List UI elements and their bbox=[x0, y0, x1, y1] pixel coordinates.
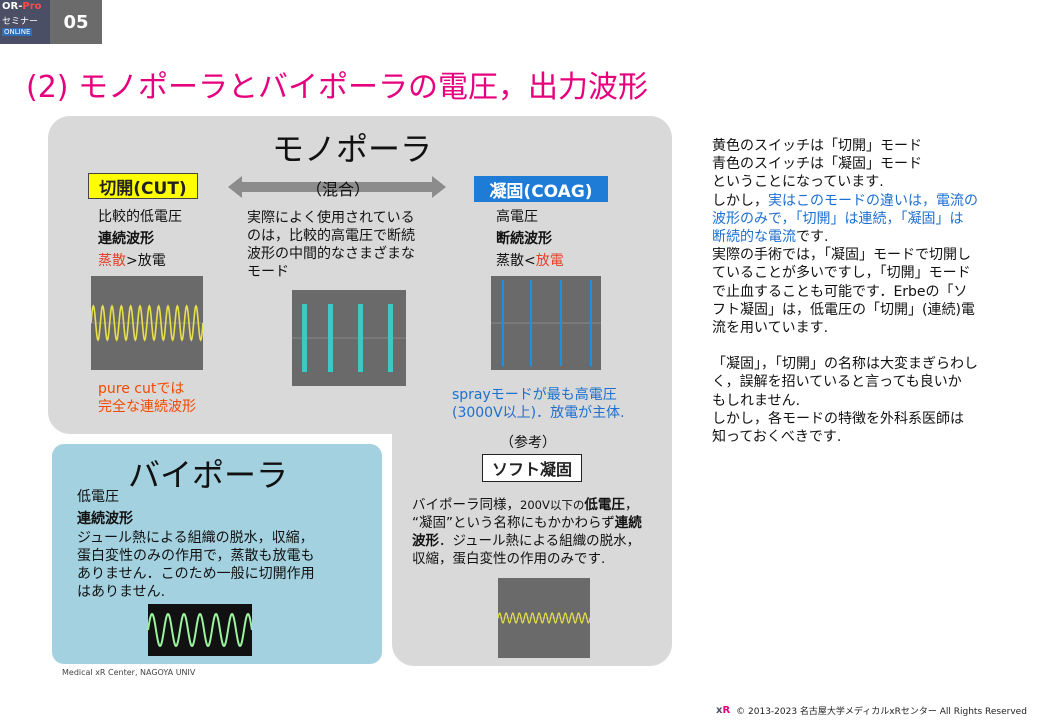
bipolar-line1: 低電圧 bbox=[77, 489, 119, 505]
mixed-burst-2 bbox=[328, 304, 333, 372]
monopolar-title: モノポーラ bbox=[272, 130, 433, 168]
mixed-burst-4 bbox=[388, 304, 393, 372]
bipolar-line2: 連続波形 bbox=[77, 511, 133, 527]
slide-number: 05 bbox=[50, 0, 102, 44]
bipolar-sine-wave bbox=[148, 612, 252, 648]
coag-waveform bbox=[491, 276, 601, 370]
cut-waveform-svg bbox=[91, 304, 203, 342]
soft-coag-tag: ソフト凝固 bbox=[482, 454, 582, 482]
bipolar-title: バイポーラ bbox=[128, 456, 289, 494]
coag-note-line1: sprayモードが最も高電圧 bbox=[452, 387, 617, 403]
soft-coag-waveform-svg bbox=[498, 612, 590, 624]
coag-note-line2: (3000V以上)．放電が主体. bbox=[452, 405, 625, 421]
cut-tag: 切開(CUT) bbox=[88, 173, 198, 199]
reference-label: （参考） bbox=[500, 435, 556, 451]
slide-title: (2) モノポーラとバイポーラの電圧，出力波形 bbox=[26, 70, 649, 105]
bipolar-waveform bbox=[148, 604, 252, 656]
soft-coag-waveform bbox=[498, 578, 590, 658]
credit-text: Medical xR Center, NAGOYA UNIV bbox=[62, 668, 196, 677]
soft-sine-wave bbox=[498, 612, 590, 624]
mixed-label: （混合） bbox=[306, 180, 371, 199]
footer: xR © 2013-2023 名古屋大学メディカルxRセンター All Righ… bbox=[716, 704, 1027, 717]
coag-line2: 断続波形 bbox=[496, 231, 552, 247]
logo-line3: ONLINE bbox=[2, 28, 33, 36]
bipolar-body: ジュール熱による組織の脱水，収縮， 蛋白変性のみの作用で，蒸散も放電も ありませ… bbox=[77, 530, 315, 600]
double-arrow-icon bbox=[228, 176, 446, 198]
soft-coag-description: バイポーラ同様，200V以下の低電圧， “凝固”という名称にもかかわらず連続 波… bbox=[412, 497, 642, 567]
logo-line1: OR-Pro bbox=[2, 1, 42, 12]
mixed-description: 実際によく使用されている のは，比較的高電圧で断続 波形の中間的なさまざまな モ… bbox=[247, 210, 415, 280]
coag-waveform-svg bbox=[491, 280, 601, 366]
bipolar-waveform-svg bbox=[148, 612, 252, 648]
xr-logo-icon: xR bbox=[716, 705, 731, 716]
seminar-badge: OR-Pro セミナー ONLINE 05 bbox=[0, 0, 102, 44]
mixed-burst-1 bbox=[302, 304, 307, 372]
cut-sine-wave bbox=[91, 304, 203, 342]
cut-line3: 蒸散>放電 bbox=[98, 253, 166, 269]
cut-line1: 比較的低電圧 bbox=[98, 209, 182, 225]
mixed-waveform bbox=[292, 290, 406, 386]
or-pro-logo: OR-Pro セミナー ONLINE bbox=[0, 0, 50, 44]
side-commentary: 黄色のスイッチは「切開」モード 青色のスイッチは「凝固」モード ということになっ… bbox=[712, 138, 978, 446]
coag-line3: 蒸散<放電 bbox=[496, 253, 564, 269]
cut-note-line1: pure cutでは bbox=[98, 381, 185, 397]
coag-tag: 凝固(COAG) bbox=[474, 176, 608, 202]
coag-line1: 高電圧 bbox=[496, 209, 538, 225]
cut-line2: 連続波形 bbox=[98, 231, 154, 247]
mixed-burst-3 bbox=[358, 304, 363, 372]
copyright-text: © 2013-2023 名古屋大学メディカルxRセンター All Rights … bbox=[736, 707, 1027, 717]
cut-waveform bbox=[91, 276, 203, 370]
cut-note-line2: 完全な連続波形 bbox=[98, 399, 196, 415]
mixed-waveform-svg bbox=[292, 304, 406, 372]
logo-line2: セミナー bbox=[2, 17, 39, 27]
